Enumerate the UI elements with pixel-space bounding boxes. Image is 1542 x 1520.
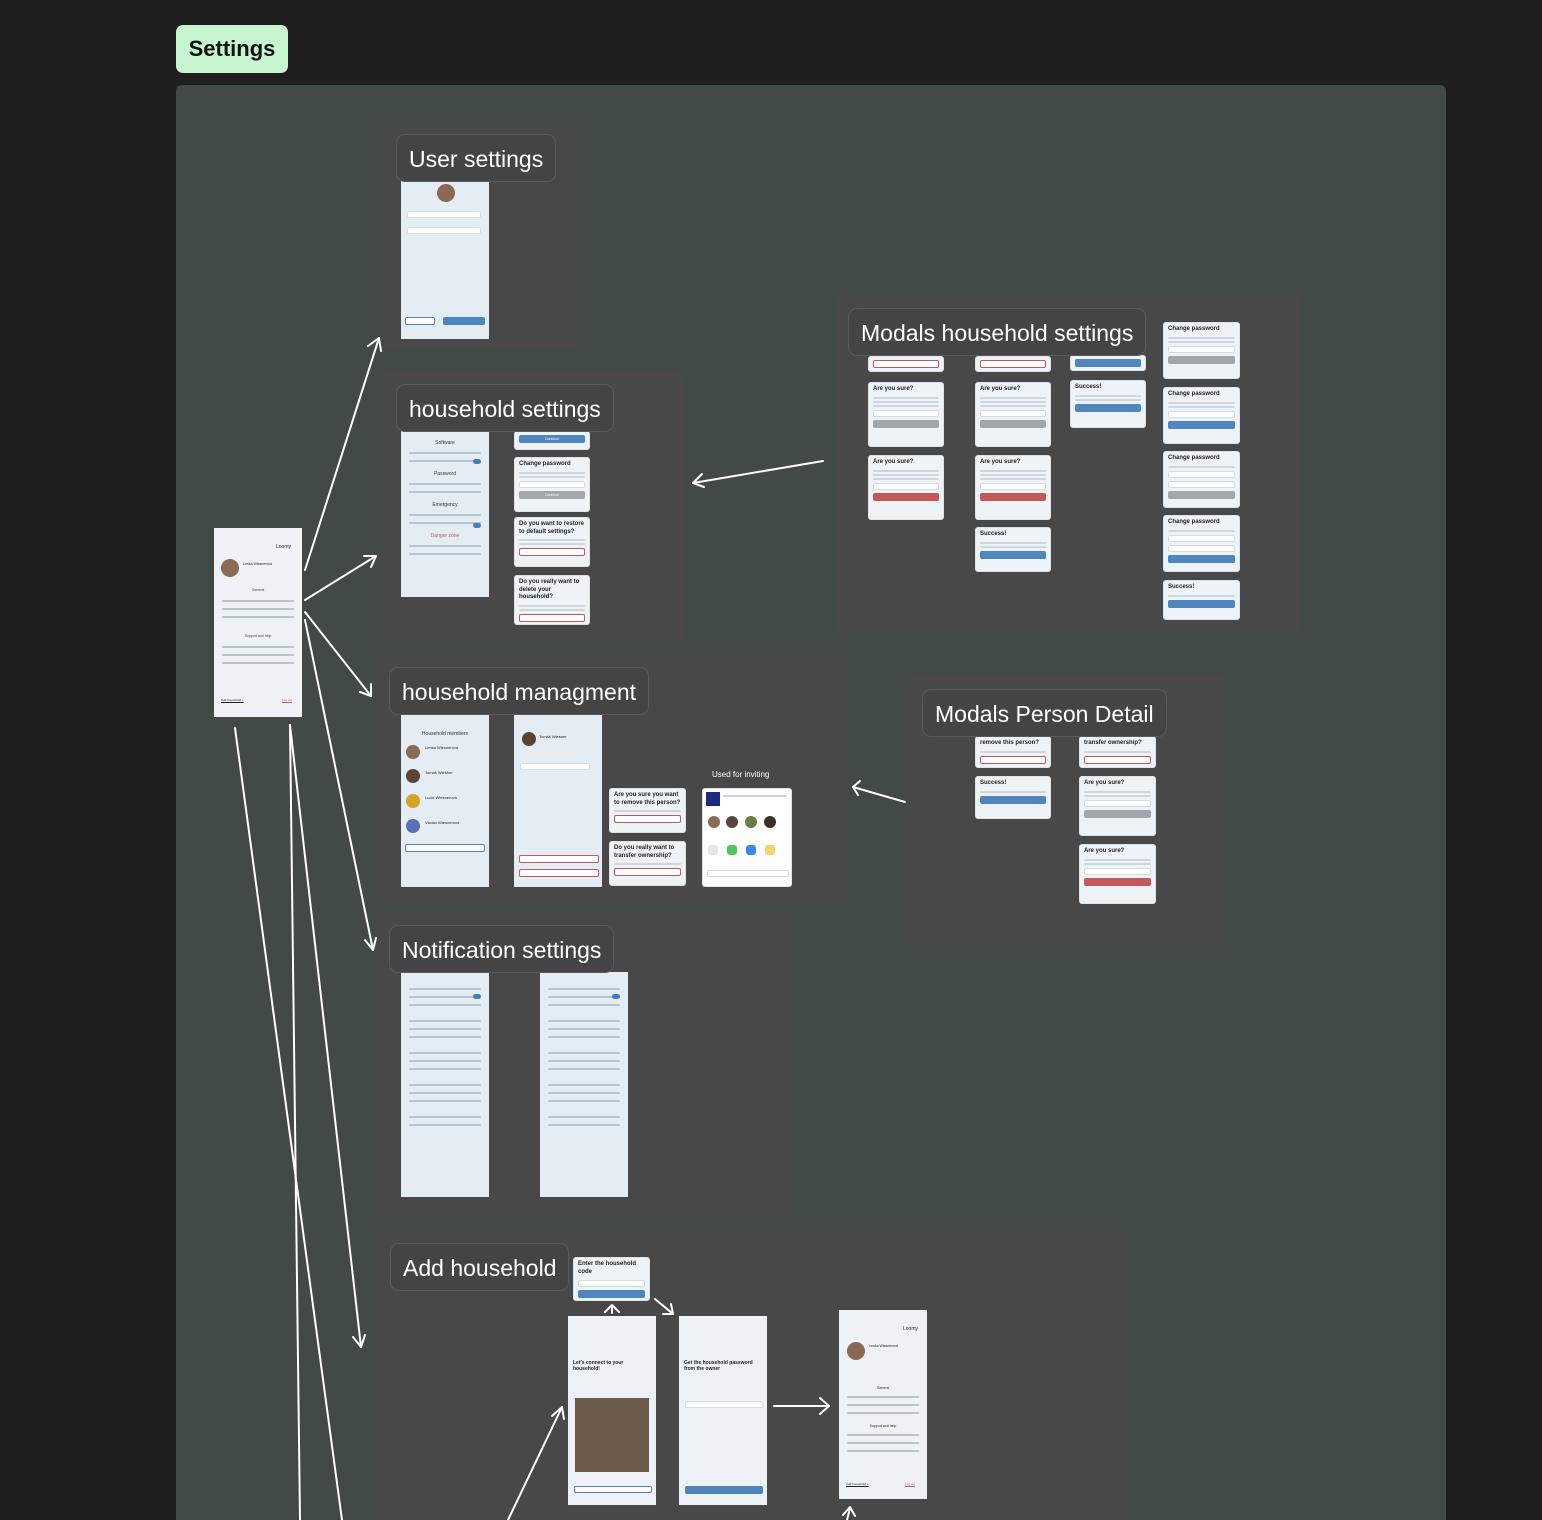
member-name: Tomáš Wiesner: [425, 770, 453, 775]
household-management-screen[interactable]: Household members Lenka Wiesnerová Tomáš…: [401, 714, 489, 887]
modal-are-you-sure: Are you sure?: [975, 382, 1051, 447]
modal-delete-household: Do you really want to delete your househ…: [514, 575, 590, 625]
section-title-household-settings: household settings: [396, 384, 614, 432]
add-household-link[interactable]: Add household +: [846, 1482, 869, 1486]
modal-are-you-sure: Are you sure?: [1079, 844, 1156, 904]
auto-update-toggle[interactable]: [473, 459, 481, 464]
group-support: Support and help: [244, 634, 272, 638]
app-name: Loomy: [276, 544, 292, 550]
modal-are-you-sure: Are you sure?: [868, 382, 944, 447]
group-members: Household members: [421, 731, 469, 737]
connect-household-screen[interactable]: Let's connect to your household!: [568, 1316, 656, 1505]
main-settings-screen[interactable]: Loomy Lenka Wiesnerová General Support a…: [214, 528, 302, 717]
member-name: Václav Wiesnerová: [425, 820, 460, 825]
modal-transfer-ownership: Do you really want to transfer ownership…: [609, 841, 686, 886]
group-general: General: [876, 1386, 890, 1390]
group-general: General: [251, 588, 265, 592]
add-household-link[interactable]: Add household +: [221, 698, 244, 702]
modal-continue: [1070, 355, 1146, 371]
home-screen-result[interactable]: Loomy Lenka Wiesnerová General Support a…: [839, 1310, 927, 1499]
user-name: Lenka Wiesnerová: [243, 562, 272, 566]
modal-success: Success!: [975, 776, 1051, 819]
modal-change-password: Change password: [1163, 322, 1240, 379]
modal-restore-defaults: Do you want to restore to default settin…: [514, 517, 590, 567]
avatar: [221, 559, 239, 577]
modal-success: Success!: [1070, 380, 1146, 428]
user-name: Lenka Wiesnerová: [869, 1344, 898, 1348]
password-heading: Get the household password from the owne…: [684, 1360, 753, 1372]
save-changes-button[interactable]: [443, 317, 485, 325]
modal-are-you-sure: Are you sure?: [1079, 776, 1156, 836]
cancel-button[interactable]: [405, 317, 435, 325]
modal-continue: Continue: [514, 431, 590, 450]
modal-remove-person: remove this person?: [975, 736, 1051, 768]
household-password-screen[interactable]: Get the household password from the owne…: [679, 1316, 767, 1505]
modal-are-you-sure: Are you sure?: [868, 455, 944, 520]
modal-change-password: Change password: [1163, 451, 1240, 508]
person-name: Tomáš Wiesner: [539, 734, 567, 739]
modal-change-password: Change password: [1163, 515, 1240, 572]
section-title-user-settings: User settings: [396, 134, 557, 182]
notification-screen-2[interactable]: [540, 972, 628, 1197]
modal-transfer-ownership: transfer ownership?: [1079, 736, 1156, 768]
connect-heading: Let's connect to your household!: [573, 1360, 624, 1372]
modal-remove-person: Are you sure you want to remove this per…: [609, 788, 686, 833]
section-title-notification-settings: Notification settings: [389, 925, 615, 973]
modal-change-password: Change password: [1163, 387, 1240, 444]
modal-enter-code: Enter the household code: [573, 1257, 650, 1301]
invite-button[interactable]: [405, 844, 485, 852]
section-title-add-household: Add household: [390, 1243, 570, 1291]
avatar: [437, 184, 455, 202]
logout-link[interactable]: Log out: [282, 698, 293, 702]
household-settings-screen[interactable]: Software Password Emergency Danger zone: [401, 431, 489, 597]
emergency-toggle[interactable]: [473, 523, 481, 528]
member-name: Lucie Wiesnerová: [425, 795, 457, 800]
user-settings-screen[interactable]: [401, 180, 489, 339]
group-support: Support and help: [869, 1424, 897, 1428]
person-detail-screen[interactable]: Tomáš Wiesner: [514, 714, 602, 887]
share-sheet: [702, 788, 792, 887]
modal-confirm: [975, 356, 1051, 372]
logout-link[interactable]: Log out: [905, 1482, 916, 1486]
app-name: Loomy: [903, 1326, 919, 1332]
modal-success: Success!: [1163, 580, 1240, 620]
group-password: Password: [434, 471, 456, 477]
group-software: Software: [435, 440, 455, 446]
group-emergency: Emergency: [432, 502, 458, 508]
member-name: Lenka Wiesnerová: [425, 745, 459, 750]
modal-confirm: [868, 356, 944, 372]
section-title-modals-household-settings: Modals household settings: [848, 308, 1147, 356]
section-title-modals-person-detail: Modals Person Detail: [922, 689, 1167, 737]
modal-are-you-sure: Are you sure?: [975, 455, 1051, 520]
section-title-household-management: household managment: [389, 667, 649, 715]
modal-success: Success!: [975, 527, 1051, 572]
group-danger-zone: Danger zone: [430, 533, 460, 539]
notification-screen-1[interactable]: [401, 972, 489, 1197]
page-title: Settings: [176, 25, 288, 73]
label-used-for-inviting: Used for inviting: [712, 770, 770, 779]
